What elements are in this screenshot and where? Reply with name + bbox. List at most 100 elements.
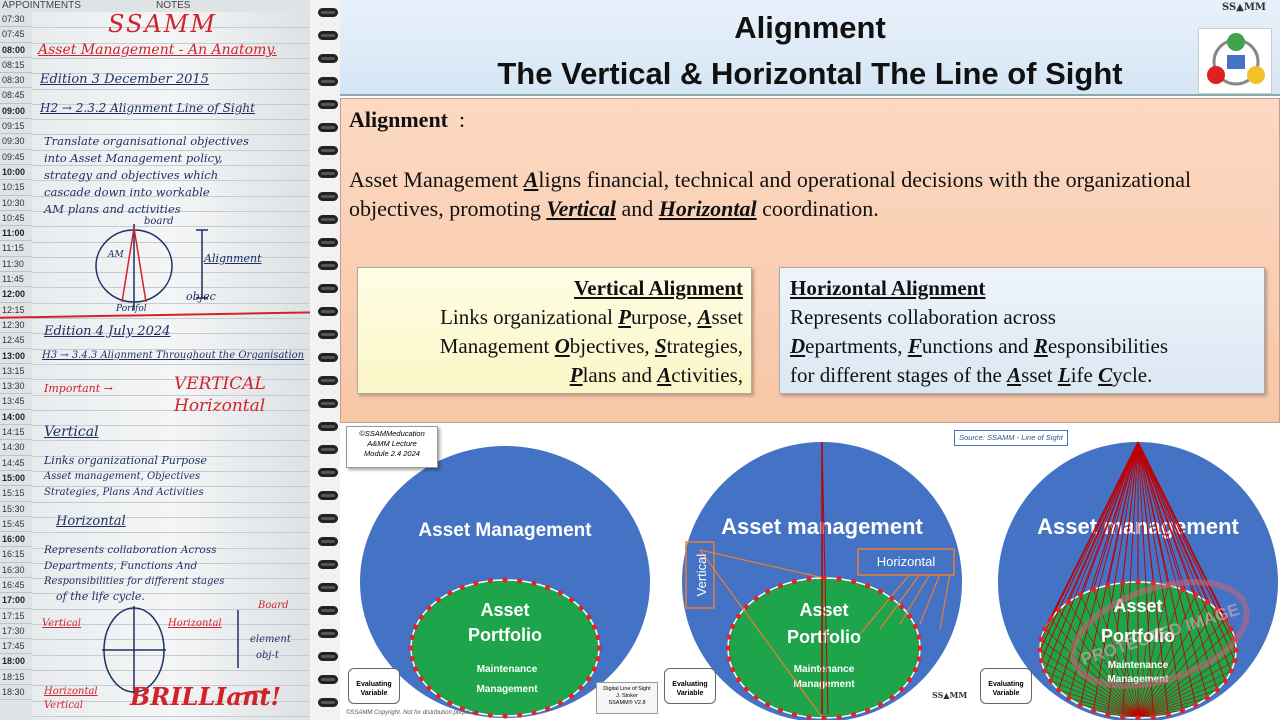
time-slot: 15:45 <box>0 517 32 533</box>
perimeter-dot <box>459 705 465 712</box>
digital-line-of-sight-badge: Digital Line of Sight J. Stoker SSAMM® V… <box>596 682 658 714</box>
ruled-line <box>32 455 310 457</box>
def-post: coordination. <box>756 196 879 221</box>
alignment-arrow <box>939 573 951 630</box>
perimeter-dot <box>1042 668 1048 674</box>
perimeter-dot <box>806 576 812 582</box>
line-of-sight-ray <box>1137 441 1208 699</box>
line-of-sight-ray <box>1137 441 1232 672</box>
perimeter-dot <box>413 624 419 630</box>
perimeter-dot <box>912 667 918 673</box>
perimeter-dot <box>777 707 784 713</box>
h-d: D <box>790 334 806 358</box>
perimeter-dot <box>591 624 597 630</box>
perimeter-dot <box>1090 707 1097 714</box>
line-of-sight-ray <box>1137 710 1183 717</box>
perimeter-dot <box>517 712 523 718</box>
perimeter-dot <box>1135 715 1141 720</box>
spiral-ring <box>318 675 338 684</box>
spiral-ring <box>318 698 338 707</box>
perimeter-dot <box>1179 707 1186 714</box>
line-of-sight-diagram: Asset Management Asset Portfolio Mainten… <box>340 424 1280 720</box>
line-of-sight-svg: Asset Management Asset Portfolio Mainten… <box>360 441 1278 720</box>
time-slot: 16:15 <box>0 547 32 563</box>
time-slot: 12:00 <box>0 287 32 303</box>
time-slot: 14:45 <box>0 456 32 471</box>
perimeter-dot <box>735 613 742 619</box>
h-l: L <box>1057 363 1071 387</box>
alignment-sketch-1 <box>95 224 208 310</box>
perimeter-dot <box>764 702 771 708</box>
perimeter-dot <box>899 604 905 610</box>
perimeter-dot <box>906 613 913 619</box>
perimeter-dot <box>1179 586 1186 593</box>
outer-label-1: Asset Management <box>418 520 592 541</box>
perimeter-dot <box>889 595 895 602</box>
v-t8: ctivities, <box>671 363 743 387</box>
time-slot: 11:30 <box>0 257 32 273</box>
line-of-sight-ray <box>1041 660 1139 717</box>
inner-label-2a: Asset <box>799 600 848 620</box>
v-t7: lans and <box>582 363 658 387</box>
ruled-line <box>32 440 310 442</box>
ruled-line <box>32 669 310 671</box>
sketch-am: AM <box>108 250 124 260</box>
sub-label-2a: Maintenance <box>794 664 855 675</box>
perimeter-dot <box>1232 658 1238 664</box>
def-and: and <box>616 196 659 221</box>
eval-2a: Evaluating <box>672 681 708 688</box>
perimeter-dot <box>777 583 784 589</box>
h-r: R <box>1033 334 1048 358</box>
perimeter-dot <box>531 580 537 586</box>
perimeter-dot <box>1037 647 1043 653</box>
alignment-definition: Asset Management Aligns financial, techn… <box>349 165 1229 223</box>
time-slot: 12:30 <box>0 318 32 334</box>
ruled-line <box>32 578 310 580</box>
perimeter-dot <box>821 575 827 581</box>
line-of-sight-ray <box>1044 670 1139 717</box>
vertical-label: Vertical <box>694 554 709 597</box>
line-of-sight-ray <box>1068 441 1139 603</box>
ruled-line <box>32 547 310 549</box>
spiral-ring <box>318 376 338 385</box>
ruled-line <box>32 165 310 166</box>
sketch-alignment: Alignment <box>204 252 262 265</box>
ruled-line <box>32 42 310 44</box>
v-o: O <box>554 334 570 358</box>
perimeter-dot <box>1038 636 1044 642</box>
perimeter-dot <box>568 597 575 603</box>
sketch-objec: objec <box>186 290 216 303</box>
perimeter-dot <box>851 711 857 718</box>
h-t4: esponsibilities <box>1047 334 1168 358</box>
sketch-portfolio: Portfol <box>116 304 147 314</box>
perimeter-dot <box>595 656 601 662</box>
perimeter-dot <box>502 577 508 583</box>
ruled-line <box>32 57 310 59</box>
perimeter-dot <box>791 578 797 585</box>
perimeter-dot <box>502 713 508 719</box>
spiral-ring <box>318 560 338 569</box>
ruled-line <box>32 27 310 29</box>
perimeter-dot <box>726 634 732 640</box>
perimeter-dot <box>435 693 442 699</box>
spiral-ring <box>318 54 338 63</box>
note-hor-l1: Represents collaboration Across <box>44 544 217 556</box>
alignment-arrow <box>899 573 931 625</box>
line-of-sight-ray <box>1050 441 1139 620</box>
spiral-ring <box>318 169 338 178</box>
logo-icon <box>1207 33 1265 86</box>
perimeter-dot <box>753 595 759 602</box>
perimeter-dot <box>578 685 584 691</box>
perimeter-dot <box>1120 580 1126 586</box>
line-of-sight-ray <box>1080 704 1139 717</box>
line-of-sight-ray <box>1050 680 1139 717</box>
alignment-arrow <box>699 549 825 720</box>
line-of-sight-ray <box>1137 601 1208 717</box>
perimeter-dot <box>1204 599 1210 605</box>
line-of-sight-ray <box>1068 601 1139 717</box>
credit-box: ©SSAMMeducation A&MM Lecture Module 2.4 … <box>346 426 438 468</box>
ruled-line <box>32 501 310 503</box>
ruled-line <box>32 241 310 243</box>
spiral-ring <box>318 307 338 316</box>
